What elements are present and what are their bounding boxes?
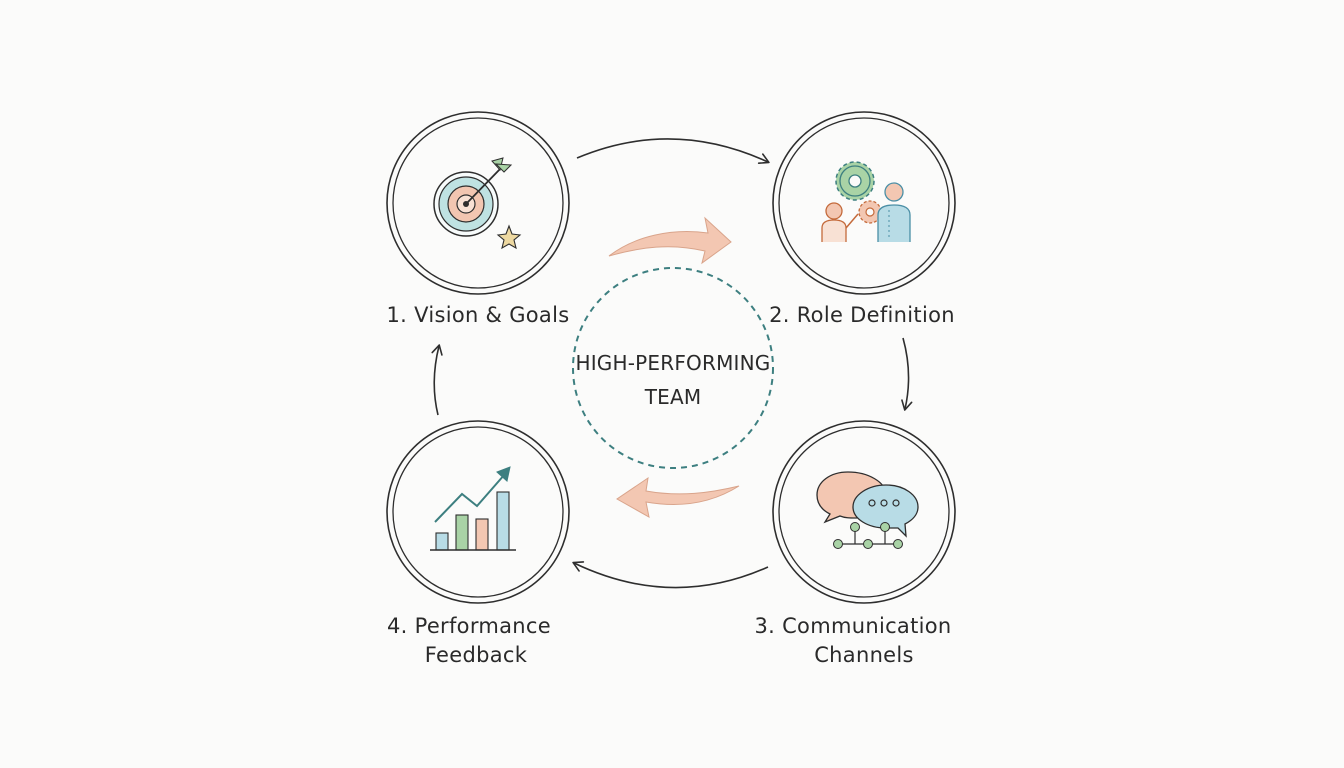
stage-label-vision-text: 1. Vision & Goals <box>386 303 570 327</box>
arrow-performance-to-vision <box>431 344 443 416</box>
stage-circle-communication <box>772 420 956 604</box>
gear-large-icon <box>835 161 875 201</box>
stage-label-communication: 3. Communication Channels <box>753 612 953 670</box>
arrow-vision-to-role <box>576 138 770 165</box>
center-title: HIGH-PERFORMING TEAM <box>573 346 773 414</box>
growth-chart-icon <box>430 466 516 551</box>
arrow-communication-to-performance <box>572 561 769 589</box>
stage-label-communication-line-2: Channels <box>814 643 914 667</box>
chat-bubbles-icon <box>816 471 919 549</box>
person-left-icon <box>821 202 859 242</box>
team-gears-icon <box>821 161 911 242</box>
stage-label-communication-line-1: 3. Communication <box>754 614 952 638</box>
stage-label-role: 2. Role Definition <box>762 301 962 330</box>
stage-label-performance: 4. Performance Feedback <box>369 612 569 670</box>
stage-label-vision: 1. Vision & Goals <box>378 301 578 330</box>
target-icon <box>433 157 522 250</box>
center-dashed-circle <box>572 267 774 469</box>
gear-small-icon <box>858 200 882 224</box>
stage-label-role-text: 2. Role Definition <box>769 303 955 327</box>
stage-label-performance-line-1: 4. Performance <box>387 614 551 638</box>
stage-circle-performance <box>386 420 570 604</box>
person-right-icon <box>877 182 911 242</box>
network-nodes-icon <box>833 522 903 549</box>
stage-circle-vision <box>386 111 570 295</box>
arrow-role-to-communication <box>901 337 913 411</box>
stage-label-performance-line-2: Feedback <box>424 643 528 667</box>
thick-arrow-bottom <box>616 476 740 518</box>
center-title-line-2: TEAM <box>644 385 702 409</box>
stage-circle-role <box>772 111 956 295</box>
center-title-line-1: HIGH-PERFORMING <box>575 351 771 375</box>
thick-arrow-top <box>608 216 732 265</box>
